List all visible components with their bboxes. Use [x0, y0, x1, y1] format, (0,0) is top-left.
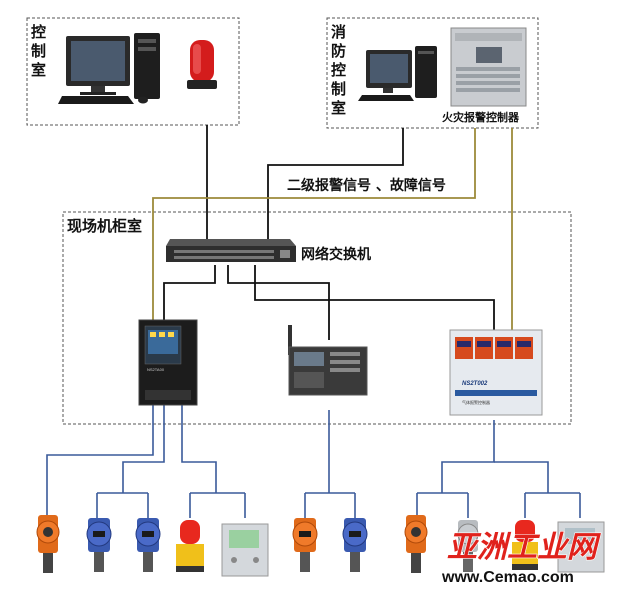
gas-alarm-controller-model: NS2T002 — [462, 381, 488, 387]
control-panel-model: NS2TA00 — [147, 367, 165, 372]
alarm-signal-label: 二级报警信号 、故障信号 — [287, 177, 446, 194]
sensor-yellow-alarm — [512, 520, 538, 570]
alarm-beacon — [187, 40, 217, 89]
network-switch-label: 网络交换机 — [301, 246, 371, 263]
fire-alarm-controller-label: 火灾报警控制器 — [442, 110, 520, 124]
blue-wiring — [46, 405, 581, 518]
sensor-gray-monitor — [221, 523, 269, 577]
sensor-gray-detector — [457, 520, 479, 572]
sensor-blue-detector-3 — [342, 518, 368, 572]
control-room-computer — [58, 33, 160, 104]
black-wiring — [163, 125, 495, 340]
sensor-blue-detector-2 — [135, 518, 161, 572]
watermark: 亚洲工业网 www.Cemao.com — [441, 530, 602, 586]
gas-control-panel — [138, 319, 198, 406]
field-cabinet-room-label: 现场机柜室 — [67, 217, 142, 235]
control-room-box — [26, 17, 240, 126]
fire-control-room-label: 消 防 控 制 室 — [331, 23, 351, 117]
fire-control-computer — [358, 46, 437, 101]
fire-alarm-controller-device — [450, 27, 527, 107]
sensor-sound-light-alarm — [176, 520, 204, 572]
fire-control-room-box — [326, 17, 539, 129]
olive-wiring — [152, 128, 513, 330]
sensor-gray-box — [557, 521, 605, 573]
watermark-url: www.Cemao.com — [441, 569, 574, 586]
gas-alarm-controller-subtitle: 气体报警控制器 — [462, 399, 490, 405]
watermark-brand: 亚洲工业网 — [447, 531, 601, 564]
sensor-orange-detector-1 — [36, 515, 60, 573]
network-switch-device — [166, 239, 296, 262]
sensor-orange-detector-3 — [404, 515, 428, 573]
sensor-orange-detector-2 — [292, 518, 318, 572]
control-room-label: 控 制 室 — [31, 23, 51, 79]
wireless-controller — [288, 325, 368, 396]
gas-alarm-controller — [449, 329, 543, 416]
sensor-blue-detector-1 — [86, 518, 112, 572]
